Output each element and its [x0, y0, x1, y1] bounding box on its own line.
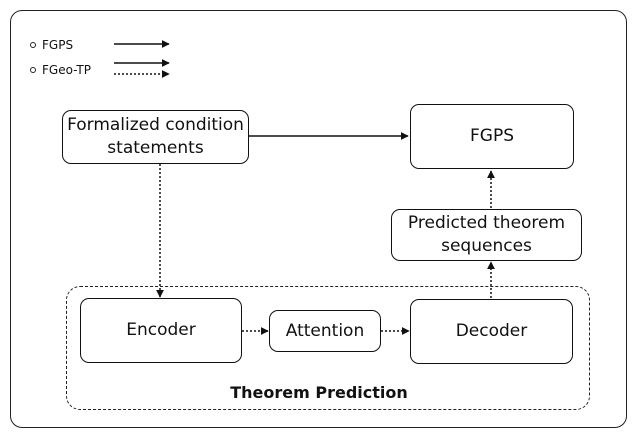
node-label: Encoder — [126, 320, 196, 340]
legend-bullet-icon — [30, 42, 36, 48]
legend-label: FGPS — [42, 38, 74, 52]
node-label: Decoder — [455, 321, 528, 341]
encoder-node: Encoder — [80, 298, 242, 363]
node-label: FGPS — [470, 126, 514, 146]
outer-frame — [10, 10, 627, 428]
predicted-sequences-node: Predicted theorem sequences — [391, 209, 582, 261]
group-label: Theorem Prediction — [230, 383, 408, 402]
legend-label: FGeo-TP — [42, 63, 91, 77]
formalized-conditions-node: Formalized condition statements — [62, 110, 249, 164]
node-label: Predicted theorem sequences — [407, 213, 566, 256]
legend-bullet-icon — [30, 67, 36, 73]
node-label: Attention — [285, 320, 365, 341]
node-label: Formalized condition statements — [67, 115, 244, 158]
legend-item-fgeo-tp: FGeo-TP — [30, 62, 91, 78]
decoder-node: Decoder — [410, 299, 573, 364]
theorem-prediction-group — [66, 286, 590, 410]
fgps-node: FGPS — [410, 104, 574, 169]
legend-item-fgps: FGPS — [30, 37, 73, 53]
attention-node: Attention — [269, 310, 381, 352]
